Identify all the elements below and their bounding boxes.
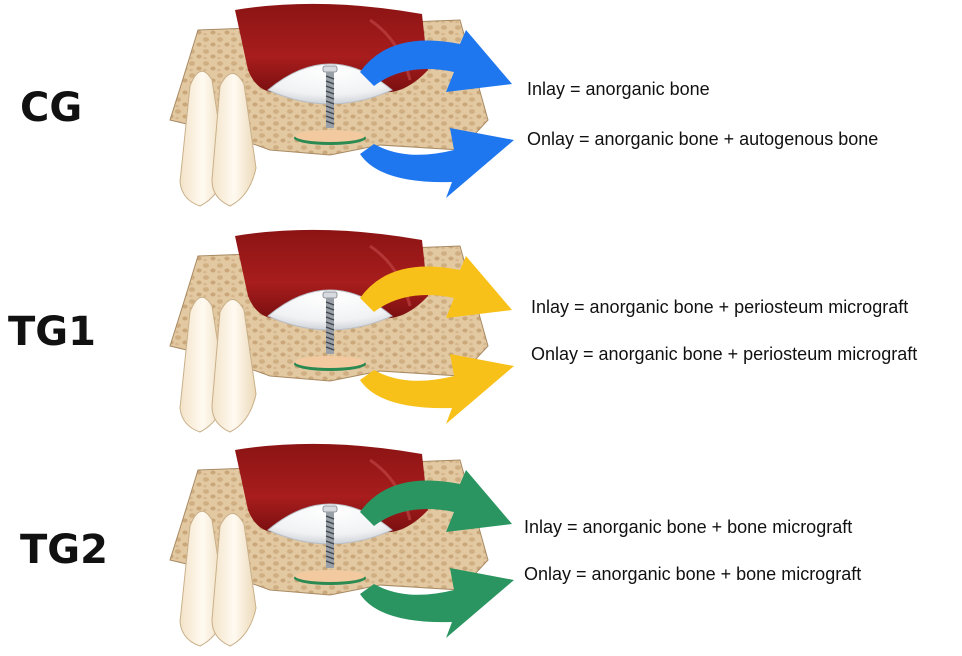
onlay-text: Onlay = anorganic bone + autogenous bone	[527, 130, 878, 148]
inlay-text: Inlay = anorganic bone	[527, 80, 710, 98]
onlay-text: Onlay = anorganic bone + periosteum micr…	[531, 345, 917, 363]
group-label-cg: CG	[20, 88, 82, 128]
jaw-cross-section-icon	[160, 440, 520, 656]
group-label-tg2: TG2	[20, 530, 108, 570]
inlay-text: Inlay = anorganic bone + periosteum micr…	[531, 298, 908, 316]
onlay-disc	[294, 356, 366, 371]
group-label-tg1: TG1	[8, 312, 96, 352]
inlay-text: Inlay = anorganic bone + bone micrograft	[524, 518, 852, 536]
panel-tg2: TG2 Inlay = anorganic bone + bo	[0, 440, 962, 656]
jaw-cross-section-icon	[160, 226, 520, 442]
onlay-disc	[294, 570, 366, 585]
onlay-text: Onlay = anorganic bone + bone micrograft	[524, 565, 861, 583]
panel-tg1: TG1 Inlay = anorganic bone + pe	[0, 226, 962, 442]
jaw-cross-section-icon	[160, 0, 520, 216]
panel-cg: CG Inlay = anorganic bone Onl	[0, 0, 962, 216]
onlay-disc	[294, 130, 366, 145]
